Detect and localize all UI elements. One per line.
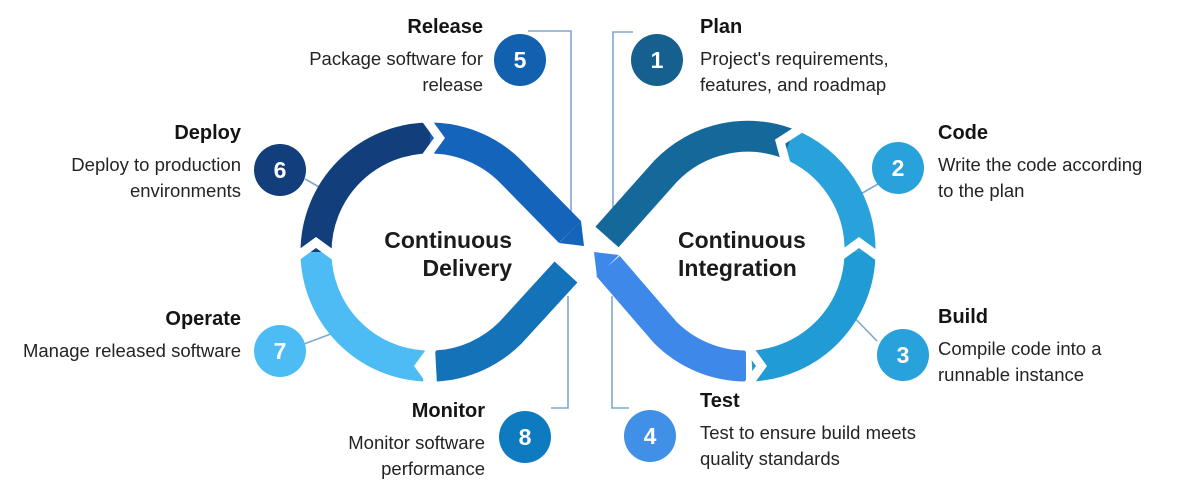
- stage-desc-code-line2: to the plan: [938, 179, 1025, 201]
- stage-desc-release-line1: Package software for: [309, 48, 483, 69]
- stage-number-monitor: 8: [519, 424, 532, 450]
- continuous-delivery-label: Continuous Delivery: [384, 226, 512, 282]
- arc-operate-segment: [300, 251, 426, 382]
- chevron-gap-left-top: [418, 116, 445, 160]
- stage-desc-deploy-line1: Deploy to production: [71, 154, 241, 175]
- stage-circle-release: [494, 34, 546, 86]
- stage-desc-build-line1: Compile code into a: [938, 338, 1102, 359]
- stage-circle-plan: [631, 34, 683, 86]
- stage-label-deploy: Deploy Deploy to production environments: [71, 122, 241, 203]
- stage-desc-plan-line1: Project's requirements,: [700, 48, 889, 69]
- connector-line-plan: [612, 31, 633, 234]
- stage-circles: [254, 34, 929, 463]
- stage-title-operate: Operate: [165, 308, 241, 330]
- stage-number-code: 2: [892, 155, 905, 181]
- stage-label-code: Code Write the code according to the pla…: [938, 122, 1142, 203]
- right-loop: [595, 120, 876, 382]
- stage-circle-code: [872, 142, 924, 194]
- stage-desc-release-line2: release: [422, 73, 483, 95]
- stage-desc-plan-line2: features, and roadmap: [700, 73, 887, 95]
- arc-monitor-segment: [434, 261, 578, 382]
- chevron-gap-left-side: [294, 237, 338, 264]
- arc-deploy-segment: [300, 122, 431, 253]
- stage-desc-operate-line1: Manage released software: [22, 340, 241, 361]
- continuous-integration-label: Continuous Integration: [678, 226, 806, 282]
- continuous-integration-line2: Integration: [678, 255, 797, 282]
- chevron-gap-right-side: [837, 237, 881, 264]
- connector-line-test: [611, 296, 629, 409]
- stage-number-test: 4: [644, 423, 657, 449]
- stage-label-operate: Operate Manage released software: [23, 308, 241, 364]
- stage-desc-monitor-line2: performance: [381, 457, 485, 479]
- stage-title-build: Build: [938, 306, 988, 328]
- continuous-delivery-line2: Delivery: [422, 255, 512, 282]
- stage-label-build: Build Compile code into a runnable insta…: [938, 306, 1102, 387]
- arc-test-segment: [596, 255, 747, 382]
- stage-desc-code-line1: Write the code according: [938, 154, 1143, 175]
- stage-number-deploy: 6: [274, 157, 287, 183]
- stage-title-deploy: Deploy: [174, 122, 241, 144]
- stage-desc-test-line1: Test to ensure build meets: [700, 422, 916, 443]
- stage-title-plan: Plan: [700, 16, 743, 38]
- stage-circle-test: [624, 410, 676, 462]
- stage-desc-build-line2: runnable instance: [938, 363, 1085, 385]
- stage-title-code: Code: [938, 122, 988, 144]
- center-arrow-tip-left: [559, 221, 584, 246]
- chevron-gap-left-bottom: [414, 344, 441, 388]
- stage-label-release: Release Package software for release: [309, 16, 483, 97]
- chevron-gaps: [294, 116, 881, 388]
- stage-label-test: Test Test to ensure build meets quality …: [700, 390, 916, 471]
- stage-number-plan: 1: [651, 47, 664, 73]
- stage-desc-monitor-line1: Monitor software: [348, 432, 485, 453]
- stage-circle-build: [877, 329, 929, 381]
- connector-line-release: [528, 30, 572, 237]
- stage-numbers: 1 2 3 4 5 6 7 8: [274, 47, 910, 450]
- stage-number-operate: 7: [274, 338, 287, 364]
- stage-title-test: Test: [700, 390, 740, 412]
- arc-build-segment: [750, 251, 876, 382]
- chevron-gap-right-bottom: [740, 344, 767, 388]
- continuous-integration-line1: Continuous: [678, 227, 806, 253]
- stage-circle-operate: [254, 325, 306, 377]
- stage-label-monitor: Monitor Monitor software performance: [348, 400, 485, 481]
- stage-desc-test-line2: quality standards: [700, 447, 840, 469]
- arc-plan-segment: [595, 120, 795, 248]
- stage-title-monitor: Monitor: [411, 400, 485, 422]
- stage-number-release: 5: [514, 47, 527, 73]
- stage-title-release: Release: [407, 16, 483, 38]
- stage-circle-deploy: [254, 144, 306, 196]
- arc-release-segment: [429, 122, 582, 243]
- connector-line-monitor: [551, 296, 569, 409]
- stage-circle-monitor: [499, 411, 551, 463]
- continuous-delivery-line1: Continuous: [384, 227, 512, 253]
- arc-code-segment: [782, 129, 876, 253]
- stage-label-plan: Plan Project's requirements, features, a…: [700, 16, 889, 97]
- center-arrow-tip-right: [594, 252, 619, 277]
- chevron-gap-right-top: [774, 124, 809, 170]
- stage-number-build: 3: [897, 342, 910, 368]
- stage-desc-deploy-line2: environments: [129, 179, 241, 201]
